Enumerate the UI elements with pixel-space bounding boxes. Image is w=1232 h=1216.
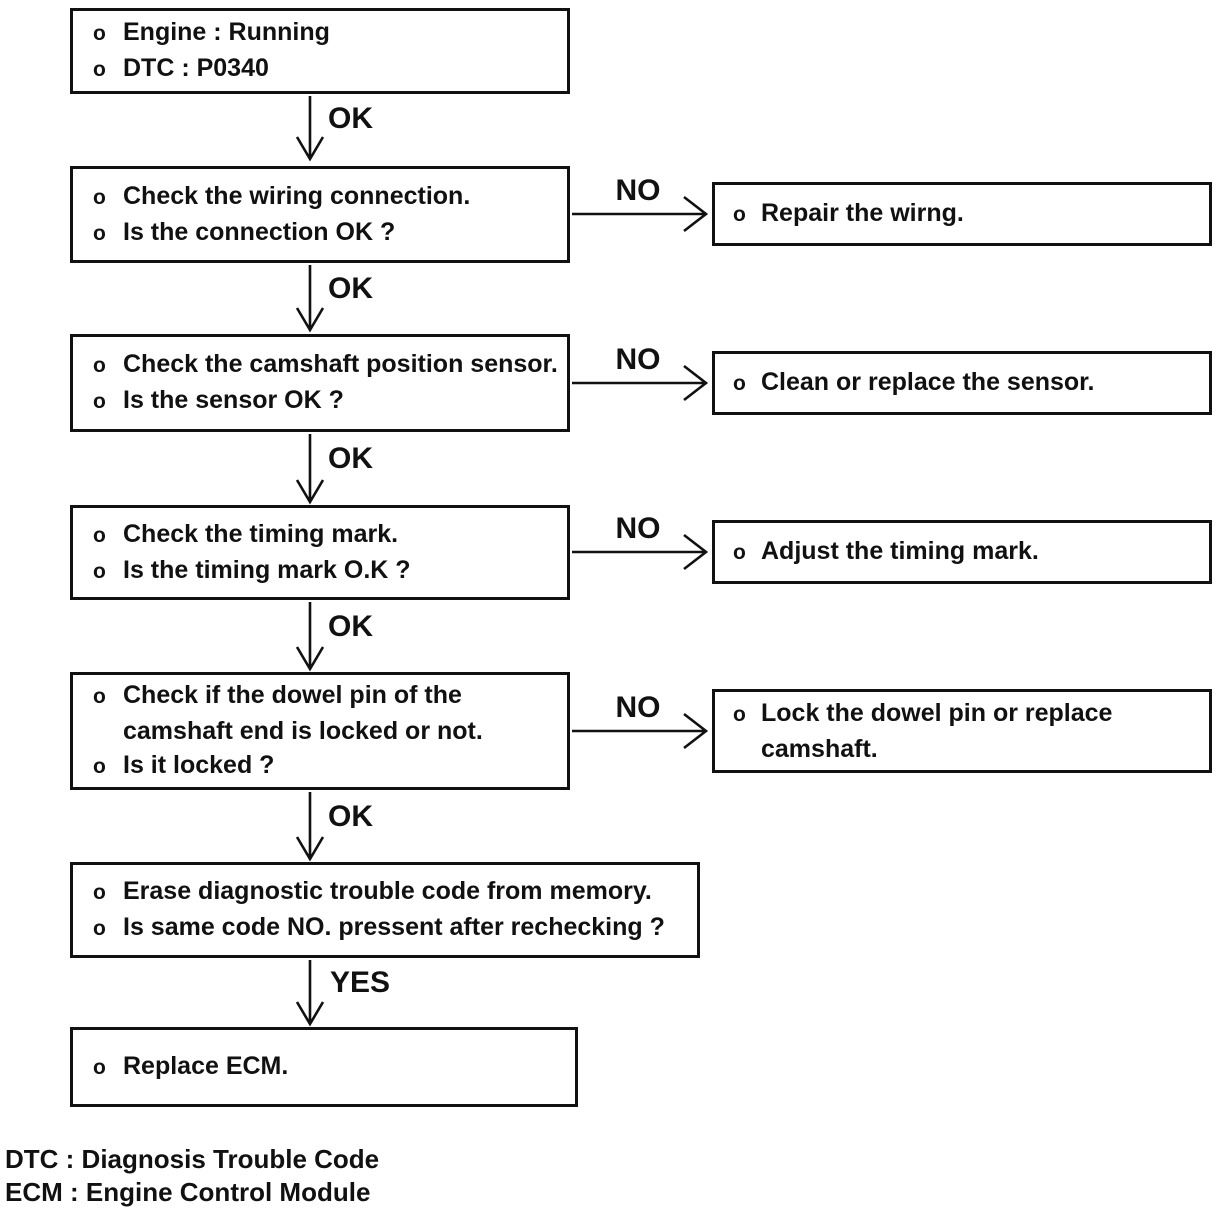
repair-wiring-line: o Repair the wirng. <box>733 196 1203 232</box>
bullet: o <box>93 523 106 547</box>
label-no-3: NO <box>615 512 661 545</box>
label-yes: YES <box>330 966 391 999</box>
arrow-down-ok-2 <box>295 265 325 333</box>
label-no-2: NO <box>615 343 661 376</box>
label-ok-2: OK <box>328 272 373 305</box>
box-precondition: o Engine : Running o DTC : P0340 <box>70 8 570 94</box>
check-wiring-line-2: o Is the connection OK ? <box>93 215 561 251</box>
box-erase-dtc: o Erase diagnostic trouble code from mem… <box>70 862 700 958</box>
check-timing-line-1: o Check the timing mark. <box>93 517 561 553</box>
box-repair-wiring: o Repair the wirng. <box>712 182 1212 246</box>
bullet: o <box>733 372 746 395</box>
precondition-line-engine: o Engine : Running <box>93 15 561 51</box>
check-wiring-line-1: o Check the wiring connection. <box>93 179 561 215</box>
check-dowel-line-2: camshaft end is locked or not. <box>123 717 483 745</box>
bullet: o <box>93 354 106 377</box>
box-clean-replace-sensor: o Clean or replace the sensor. <box>712 351 1212 415</box>
check-dowel-line-1: o Check if the dowel pin of the <box>93 678 561 714</box>
bullet: o <box>733 203 746 226</box>
bullet: o <box>93 221 106 245</box>
label-ok-4: OK <box>328 610 373 643</box>
box-replace-ecm: o Replace ECM. <box>70 1027 578 1107</box>
bullet: o <box>93 390 106 413</box>
box-check-wiring: o Check the wiring connection. o Is the … <box>70 166 570 263</box>
arrow-down-ok-1 <box>295 96 325 162</box>
bullet: o <box>93 559 106 583</box>
legend-line-dtc: DTC : Diagnosis Trouble Code <box>5 1144 380 1174</box>
check-sensor-line-2: o Is the sensor OK ? <box>93 383 561 419</box>
bullet: o <box>733 541 746 564</box>
bullet: o <box>733 703 746 726</box>
legend-line-ecm: ECM : Engine Control Module <box>5 1177 371 1207</box>
box-check-dowel-pin: o Check if the dowel pin of the camshaft… <box>70 672 570 790</box>
replace-ecm-line: o Replace ECM. <box>93 1049 569 1085</box>
box-adjust-timing-mark: o Adjust the timing mark. <box>712 520 1212 584</box>
bullet: o <box>93 1056 106 1079</box>
bullet: o <box>93 22 106 45</box>
adjust-timing-line: o Adjust the timing mark. <box>733 534 1203 570</box>
check-dowel-line-3: o Is it locked ? <box>93 748 561 784</box>
bullet: o <box>93 185 106 209</box>
arrow-down-ok-4 <box>295 602 325 672</box>
check-timing-line-2: o Is the timing mark O.K ? <box>93 553 561 589</box>
bullet: o <box>93 755 106 778</box>
clean-sensor-line: o Clean or replace the sensor. <box>733 365 1203 401</box>
box-check-cam-sensor: o Check the camshaft position sensor. o … <box>70 334 570 432</box>
bullet: o <box>93 917 106 940</box>
lock-dowel-line-2: camshaft. <box>761 735 878 763</box>
check-sensor-line-1: o Check the camshaft position sensor. <box>93 347 561 383</box>
legend: DTC : Diagnosis Trouble Code ECM : Engin… <box>5 1143 379 1209</box>
bullet: o <box>93 881 106 904</box>
erase-dtc-line-2: o Is same code NO. pressent after rechec… <box>93 910 691 946</box>
arrow-down-ok-3 <box>295 434 325 505</box>
label-no-4: NO <box>615 691 661 724</box>
lock-dowel-line-1: o Lock the dowel pin or replace <box>733 696 1203 732</box>
box-check-timing-mark: o Check the timing mark. o Is the timing… <box>70 505 570 600</box>
label-ok-5: OK <box>328 800 373 833</box>
arrow-down-ok-5 <box>295 792 325 862</box>
erase-dtc-line-1: o Erase diagnostic trouble code from mem… <box>93 874 691 910</box>
bullet: o <box>93 58 106 81</box>
box-lock-dowel-pin: o Lock the dowel pin or replace camshaft… <box>712 689 1212 773</box>
bullet: o <box>93 685 106 708</box>
label-ok-1: OK <box>328 102 373 135</box>
arrow-down-yes <box>295 960 325 1027</box>
label-no-1: NO <box>615 174 661 207</box>
label-ok-3: OK <box>328 442 373 475</box>
precondition-line-dtc: o DTC : P0340 <box>93 51 561 87</box>
